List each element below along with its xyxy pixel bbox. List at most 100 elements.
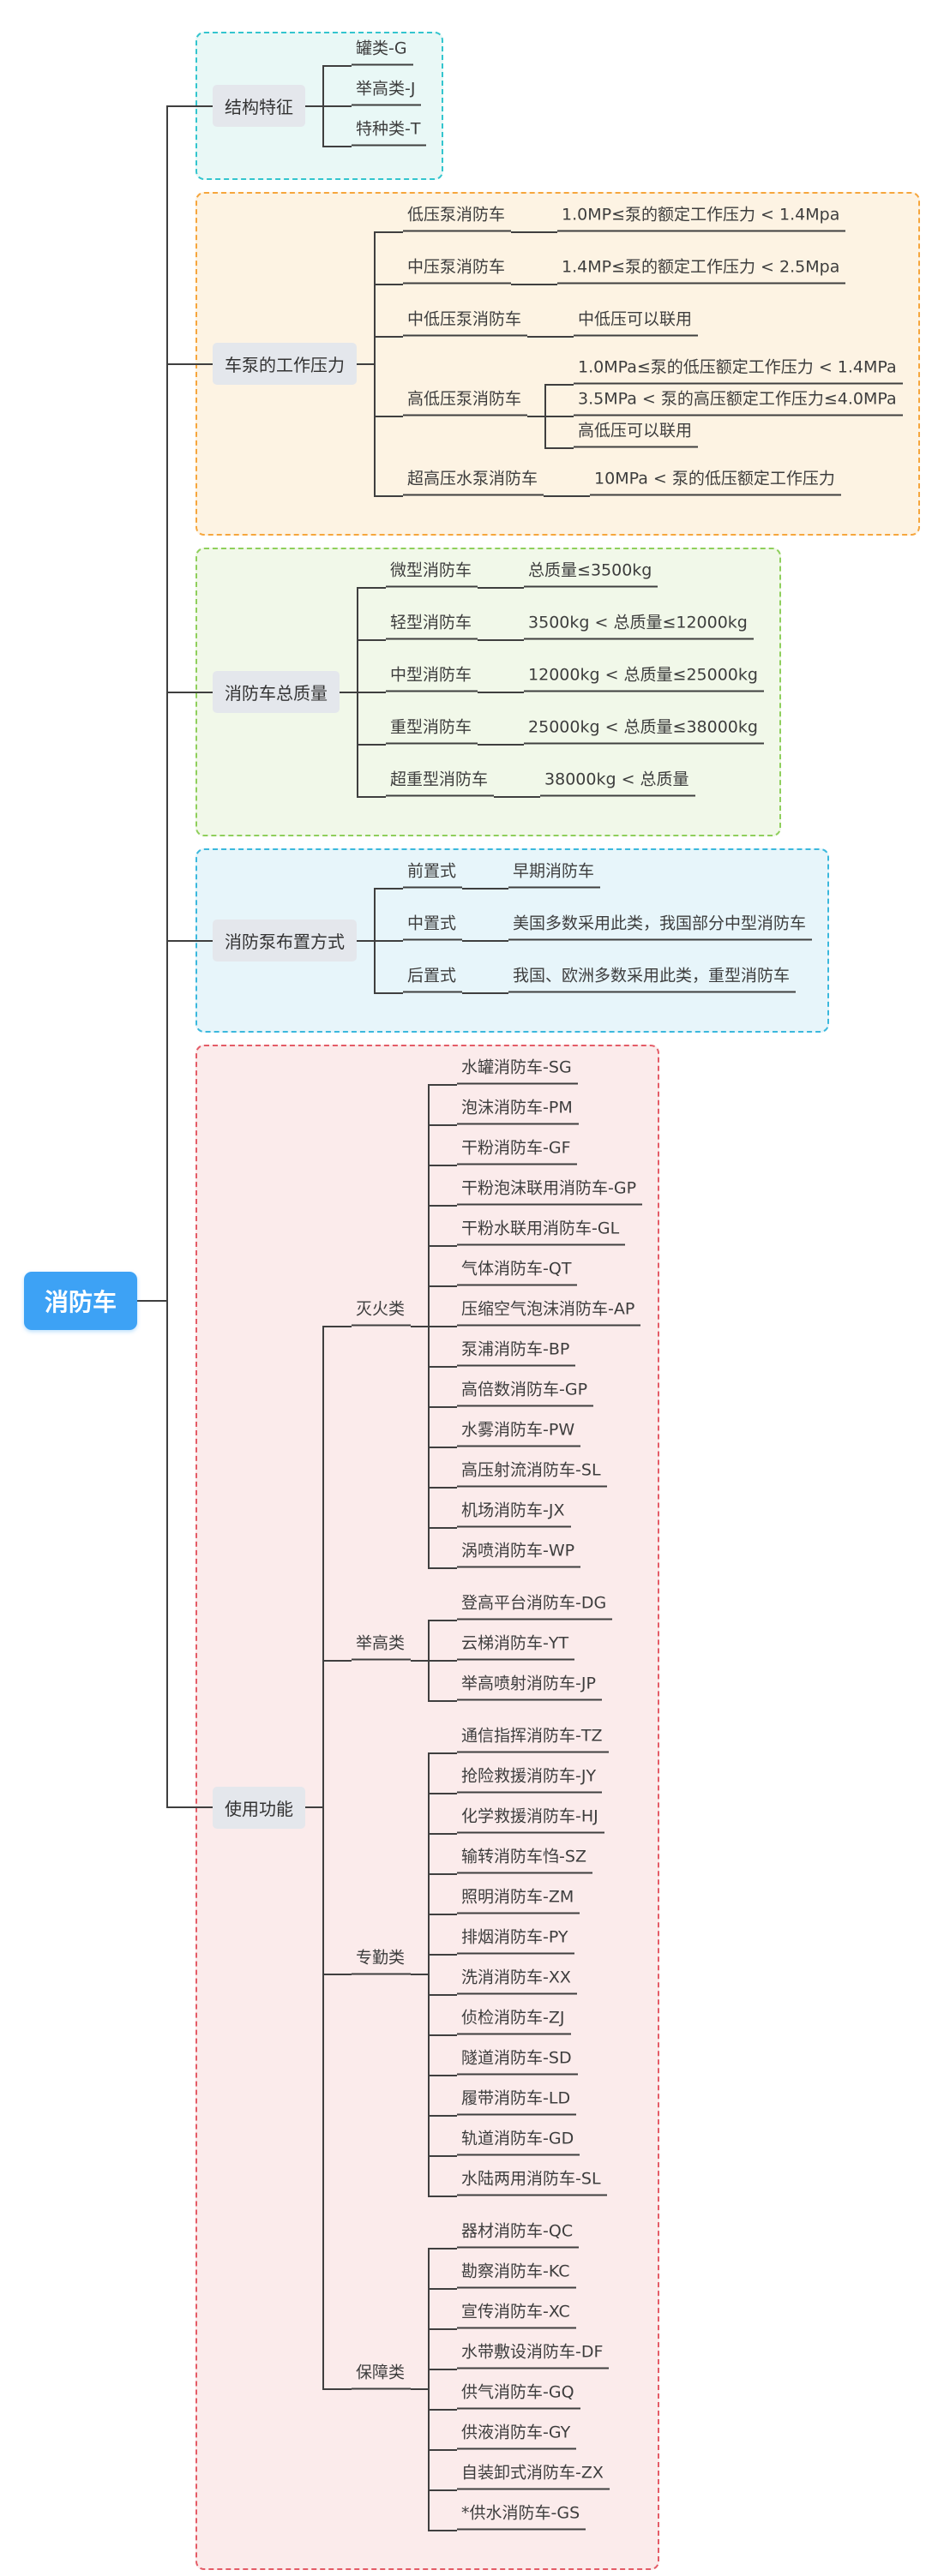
topic-branch: 高压射流消防车-SL (457, 1461, 642, 1501)
leaf-topic[interactable]: 我国、欧洲多数采用此类，重型消防车 (508, 965, 797, 993)
child-row: 中型消防车 12000kg < 总质量≤25000kg (357, 666, 764, 718)
leaf-topic[interactable]: 照明消防车-ZM (457, 1886, 580, 1914)
connector-stub (411, 1974, 429, 1975)
leaf-topic[interactable]: 特种类-T (352, 118, 427, 147)
leaf-topic[interactable]: 洗消消防车-XX (457, 1967, 577, 1995)
leaf-topic[interactable]: 抢险救援消防车-JY (457, 1765, 603, 1794)
children-column: 总质量≤3500kg (495, 561, 658, 608)
topic-branch: 25000kg < 总质量≤38000kg (524, 718, 764, 758)
connector-stub (478, 638, 496, 641)
leaf-topic[interactable]: 举高类-J (352, 78, 422, 106)
sub-topic[interactable]: 中压泵消防车 (403, 256, 512, 285)
branch-topic[interactable]: 消防泵布置方式 (213, 920, 358, 962)
sub-topic[interactable]: 前置式 (403, 860, 463, 889)
child-row: 保障类 器材消防车-QC 勘察消防车-KC 宣传消防车-XC 水带敷设消防车-DF 供气消… (322, 2222, 642, 2556)
sub-topic[interactable]: 超高压水泵消防车 (403, 468, 544, 496)
connector-stub (527, 415, 545, 417)
topic-branch: 低压泵消防车 1.0MP≤泵的额定工作压力 < 1.4Mpa (403, 206, 903, 252)
sub-topic[interactable]: 保障类 (352, 2361, 412, 2389)
leaf-topic[interactable]: 12000kg < 总质量≤25000kg (524, 664, 764, 692)
leaf-topic[interactable]: 轨道消防车-GD (457, 2128, 580, 2156)
leaf-topic[interactable]: 泵浦消防车-BP (457, 1339, 576, 1367)
branch-topic[interactable]: 使用功能 (213, 1786, 306, 1829)
leaf-topic[interactable]: 化学救援消防车-HJ (457, 1806, 604, 1834)
leaf-topic[interactable]: 1.4MP≤泵的额定工作压力 < 2.5Mpa (557, 256, 846, 285)
leaf-topic[interactable]: 干粉消防车-GF (457, 1137, 577, 1165)
child-row: 抢险救援消防车-JY (428, 1767, 608, 1813)
sub-topic[interactable]: 举高类 (352, 1632, 412, 1661)
leaf-topic[interactable]: 总质量≤3500kg (524, 560, 658, 588)
topic-branch: 高低压可以联用 (574, 422, 903, 462)
leaf-topic[interactable]: 高倍数消防车-GP (457, 1379, 594, 1407)
leaf-topic[interactable]: 美国多数采用此类，我国部分中型消防车 (508, 913, 813, 941)
leaf-topic[interactable]: 登高平台消防车-DG (457, 1592, 613, 1620)
connector-stub (478, 586, 496, 589)
leaf-topic[interactable]: 通信指挥消防车-TZ (457, 1725, 609, 1753)
leaf-topic[interactable]: 水陆两用消防车-SL (457, 2168, 607, 2196)
leaf-topic[interactable]: 压缩空气泡沫消防车-AP (457, 1298, 641, 1327)
sub-topic[interactable]: 微型消防车 (386, 560, 478, 588)
topic-branch: 洗消消防车-XX (457, 1968, 608, 2009)
leaf-topic[interactable]: 供液消防车-GY (457, 2422, 577, 2450)
leaf-topic[interactable]: 高压射流消防车-SL (457, 1459, 607, 1488)
sub-topic[interactable]: 重型消防车 (386, 716, 478, 745)
sub-topic[interactable]: 中置式 (403, 913, 463, 941)
topic-branch: 侦检消防车-ZJ (457, 2009, 608, 2049)
sub-topic[interactable]: 轻型消防车 (386, 612, 478, 640)
leaf-topic[interactable]: 隧道消防车-SD (457, 2047, 578, 2076)
leaf-topic[interactable]: *供水消防车-GS (457, 2502, 586, 2531)
child-row: 灭火类 水罐消防车-SG 泡沫消防车-PM 干粉消防车-GF 干粉泡沫联用消防车-GP 干… (322, 1057, 643, 1594)
child-row: 轨道消防车-GD (428, 2130, 608, 2176)
leaf-topic[interactable]: 宣传消防车-XC (457, 2301, 576, 2329)
sub-topic[interactable]: 中型消防车 (386, 664, 478, 692)
sub-topic[interactable]: 中低压泵消防车 (403, 309, 528, 337)
branch-topic[interactable]: 车泵的工作压力 (213, 343, 358, 385)
leaf-topic[interactable]: 水罐消防车-SG (457, 1057, 578, 1085)
sub-topic[interactable]: 低压泵消防车 (403, 204, 512, 232)
leaf-topic[interactable]: 罐类-G (352, 38, 413, 66)
branch-topic[interactable]: 消防车总质量 (213, 671, 340, 713)
branch-topic[interactable]: 结构特征 (213, 85, 306, 127)
leaf-topic[interactable]: 干粉水联用消防车-GL (457, 1218, 626, 1246)
leaf-topic[interactable]: 输转消防车㤘-SZ (457, 1846, 592, 1874)
leaf-topic[interactable]: 气体消防车-QT (457, 1258, 578, 1286)
sub-topic[interactable]: 专勤类 (352, 1946, 412, 1974)
leaf-topic[interactable]: 侦检消防车-ZJ (457, 2007, 571, 2035)
sub-topic[interactable]: 超重型消防车 (386, 769, 495, 797)
leaf-topic[interactable]: 机场消防车-JX (457, 1500, 571, 1528)
child-row: 3.5MPa < 泵的高压额定工作压力≤4.0MPa (544, 390, 903, 432)
children-column: 1.0MPa≤泵的低压额定工作压力 < 1.4MPa 3.5MPa < 泵的高压额… (544, 358, 903, 464)
leaf-topic[interactable]: 云梯消防车-YT (457, 1632, 575, 1661)
leaf-topic[interactable]: 履带消防车-LD (457, 2088, 577, 2116)
leaf-topic[interactable]: 泡沫消防车-PM (457, 1097, 579, 1125)
leaf-topic[interactable]: 水带敷设消防车-DF (457, 2341, 610, 2369)
sub-topic[interactable]: 高低压泵消防车 (403, 388, 528, 416)
leaf-topic[interactable]: 水雾消防车-PW (457, 1419, 581, 1447)
leaf-topic[interactable]: 25000kg < 总质量≤38000kg (524, 716, 764, 745)
child-row: 举高类-J (322, 80, 426, 126)
sub-topic[interactable]: 灭火类 (352, 1298, 412, 1327)
leaf-topic[interactable]: 1.0MPa≤泵的低压额定工作压力 < 1.4MPa (574, 356, 903, 385)
leaf-topic[interactable]: 器材消防车-QC (457, 2220, 580, 2249)
topic-branch: 干粉水联用消防车-GL (457, 1219, 642, 1260)
leaf-topic[interactable]: 供气消防车-GQ (457, 2381, 580, 2410)
leaf-topic[interactable]: 1.0MP≤泵的额定工作压力 < 1.4Mpa (557, 204, 846, 232)
leaf-topic[interactable]: 3.5MPa < 泵的高压额定工作压力≤4.0MPa (574, 388, 903, 416)
leaf-topic[interactable]: 勘察消防车-KC (457, 2261, 576, 2289)
leaf-topic[interactable]: 3500kg < 总质量≤12000kg (524, 612, 754, 640)
leaf-topic[interactable]: 高低压可以联用 (574, 420, 699, 448)
leaf-topic[interactable]: 干粉泡沫联用消防车-GP (457, 1177, 643, 1206)
leaf-topic[interactable]: 10MPa < 泵的低压额定工作压力 (590, 468, 841, 496)
mindmap-canvas[interactable]: 消防车 结构特征 罐类-G 举高类-J 特种类-T 车泵的工作压力 低压泵消防车 1.0MP≤… (24, 26, 920, 2576)
leaf-topic[interactable]: 排烟消防车-PY (457, 1926, 574, 1955)
leaf-topic[interactable]: 中低压可以联用 (574, 309, 699, 337)
children-column: 器材消防车-QC 勘察消防车-KC 宣传消防车-XC 水带敷设消防车-DF 供气消防车-… (428, 2222, 610, 2550)
leaf-topic[interactable]: 涡喷消防车-WP (457, 1540, 581, 1568)
leaf-topic[interactable]: 早期消防车 (508, 860, 601, 889)
leaf-topic[interactable]: 自装卸式消防车-ZX (457, 2462, 610, 2490)
topic-branch: 宣传消防车-XC (457, 2303, 610, 2343)
sub-topic[interactable]: 后置式 (403, 965, 463, 993)
leaf-topic[interactable]: 38000kg < 总质量 (540, 769, 695, 797)
root-topic[interactable]: 消防车 (24, 1272, 138, 1330)
leaf-topic[interactable]: 举高喷射消防车-JP (457, 1673, 602, 1701)
